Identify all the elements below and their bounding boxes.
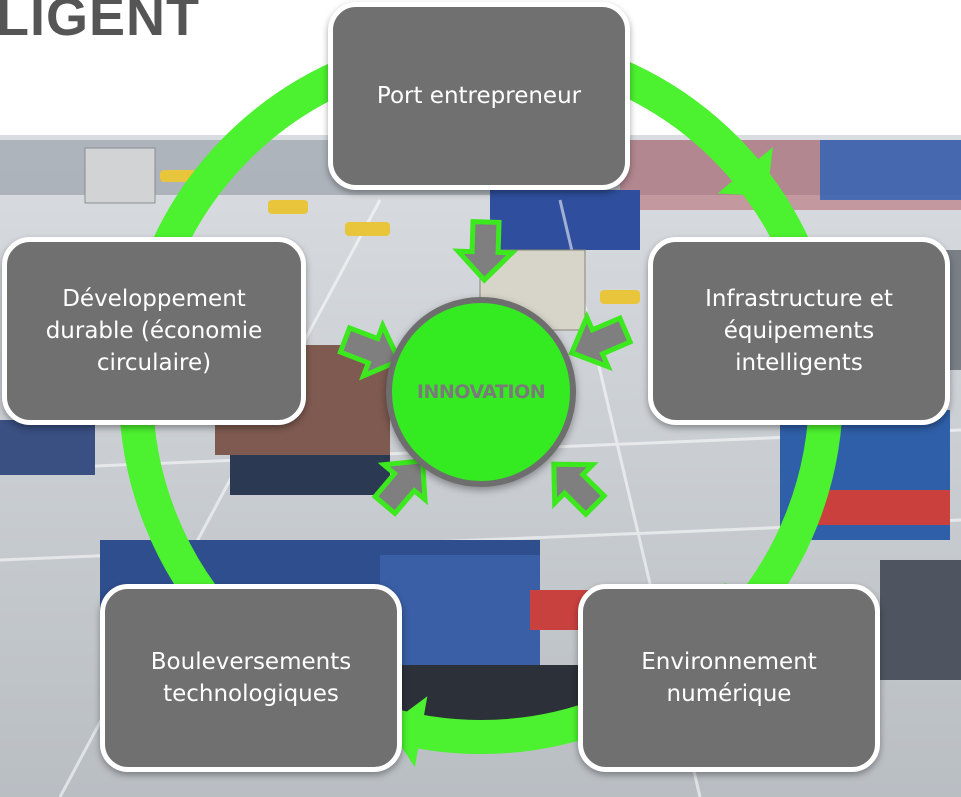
node-label: Port entrepreneur [376, 82, 582, 109]
block-arrow-from-port [452, 219, 519, 284]
center-label: INNOVATION [416, 381, 546, 403]
node-label: Infrastructure et équipements intelligen… [705, 285, 893, 377]
node-infrastructure: Infrastructure et équipements intelligen… [648, 237, 950, 425]
node-label: Environnement numérique [641, 648, 817, 707]
cycle-arrowhead-bottom [387, 696, 428, 768]
node-environnement-numerique: Environnement numérique [578, 584, 880, 772]
cycle-arrowhead-top-right [717, 147, 773, 197]
block-arrow-from-developpement [337, 319, 403, 381]
node-port-entrepreneur: Port entrepreneur [328, 2, 630, 190]
innovation-circle: INNOVATION [386, 297, 576, 487]
node-developpement-durable: Développement durable (économie circulai… [2, 237, 306, 425]
block-arrow-from-environnement [551, 461, 608, 518]
page-title: LIGENT [0, 0, 200, 47]
block-arrow-from-bouleversements [371, 458, 428, 517]
block-arrows [337, 219, 634, 518]
block-arrow-from-infrastructure [568, 310, 634, 372]
node-label: Développement durable (économie circulai… [45, 285, 263, 377]
node-label: Bouleversements technologiques [150, 648, 352, 707]
node-bouleversements: Bouleversements technologiques [100, 584, 402, 772]
